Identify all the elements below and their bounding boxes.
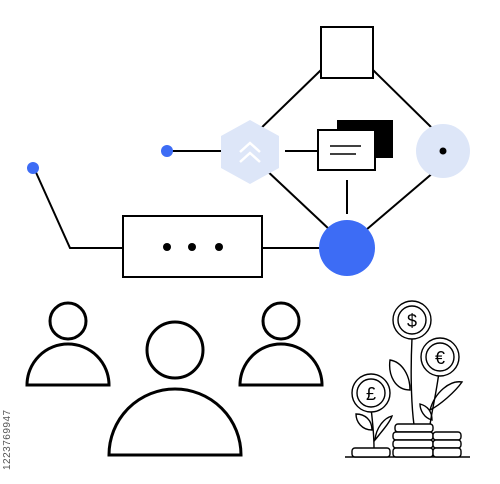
far-left-endpoint-dot — [27, 162, 39, 174]
euro-symbol: € — [435, 348, 445, 368]
hexagon-chevron-icon — [221, 120, 279, 184]
people-group-icon — [25, 301, 324, 457]
dollar-symbol: $ — [407, 311, 417, 331]
top-square-node — [320, 26, 374, 79]
money-plant-icon — [345, 300, 470, 458]
pound-symbol: £ — [366, 384, 376, 404]
target-circle-icon — [416, 124, 470, 178]
stock-id-watermark: 1223769947 — [2, 409, 13, 470]
person-left — [25, 301, 111, 387]
network-connectors — [33, 69, 435, 249]
person-center — [107, 320, 243, 457]
person-right — [238, 301, 324, 387]
blue-hub-node — [319, 220, 375, 276]
left-endpoint-dot — [161, 145, 173, 157]
ellipsis-box-icon — [122, 215, 263, 278]
document-stack-icon — [317, 120, 393, 171]
